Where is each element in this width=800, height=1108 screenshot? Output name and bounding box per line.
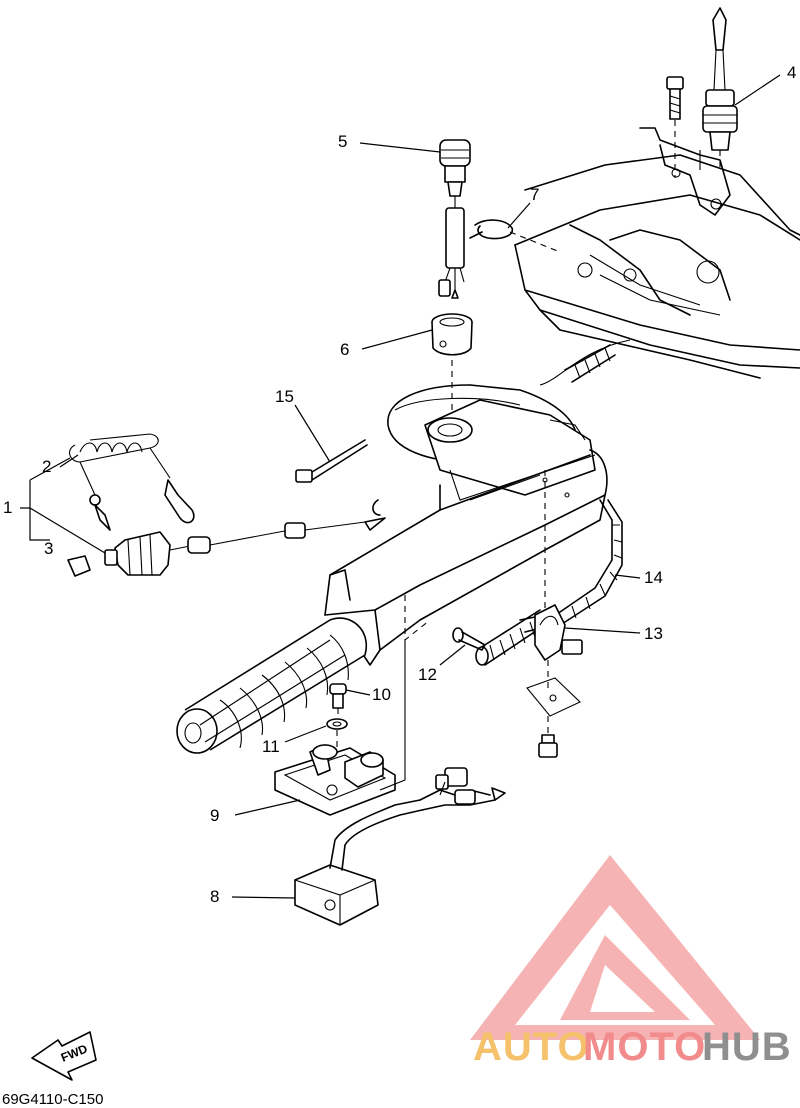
part-3-cap <box>67 555 91 577</box>
clamp-bolt <box>538 734 558 758</box>
callout-9: 9 <box>210 806 219 825</box>
bottom-cowling-bracket <box>514 127 800 379</box>
callout-12: 12 <box>418 665 437 684</box>
part-8-module <box>294 767 506 926</box>
automotohub-logo: AUTO MOTO HUB <box>470 855 792 1069</box>
part-7-clip <box>469 219 561 253</box>
callout-5: 5 <box>338 132 347 151</box>
callout-6: 6 <box>340 340 349 359</box>
callout-14: 14 <box>644 568 663 587</box>
callout-2: 2 <box>42 457 51 476</box>
leader-lines <box>20 74 781 899</box>
callout-15: 15 <box>275 387 294 406</box>
callout-labels: 1 2 3 4 5 6 7 8 9 10 11 12 13 14 15 <box>3 63 796 906</box>
callout-13: 13 <box>644 624 663 643</box>
part-1-stop-switch <box>104 499 386 576</box>
part-13-clamp <box>526 604 583 735</box>
callout-7: 7 <box>530 185 539 204</box>
watermark-hub: HUB <box>702 1025 792 1069</box>
bracket-bolt <box>666 76 684 178</box>
callout-4: 4 <box>787 63 796 82</box>
part-4-switch <box>702 7 738 168</box>
part-5-connector <box>438 139 471 299</box>
part-10-bolt <box>329 683 347 716</box>
part-12-screw <box>452 627 486 651</box>
callout-11: 11 <box>262 737 280 756</box>
callout-10: 10 <box>372 685 391 704</box>
watermark-auto: AUTO <box>473 1025 590 1069</box>
callout-3: 3 <box>44 539 53 558</box>
tiller-handle <box>176 384 608 754</box>
part-code: 69G4110-C150 <box>2 1091 103 1108</box>
callout-1: 1 <box>3 498 12 517</box>
part-9-holder <box>274 640 406 816</box>
part-15-cable-tie <box>295 439 368 483</box>
fwd-arrow-icon: FWD <box>31 1031 97 1081</box>
callout-8: 8 <box>210 887 219 906</box>
watermark-moto: MOTO <box>583 1025 706 1069</box>
part-2-lanyard <box>69 433 195 531</box>
